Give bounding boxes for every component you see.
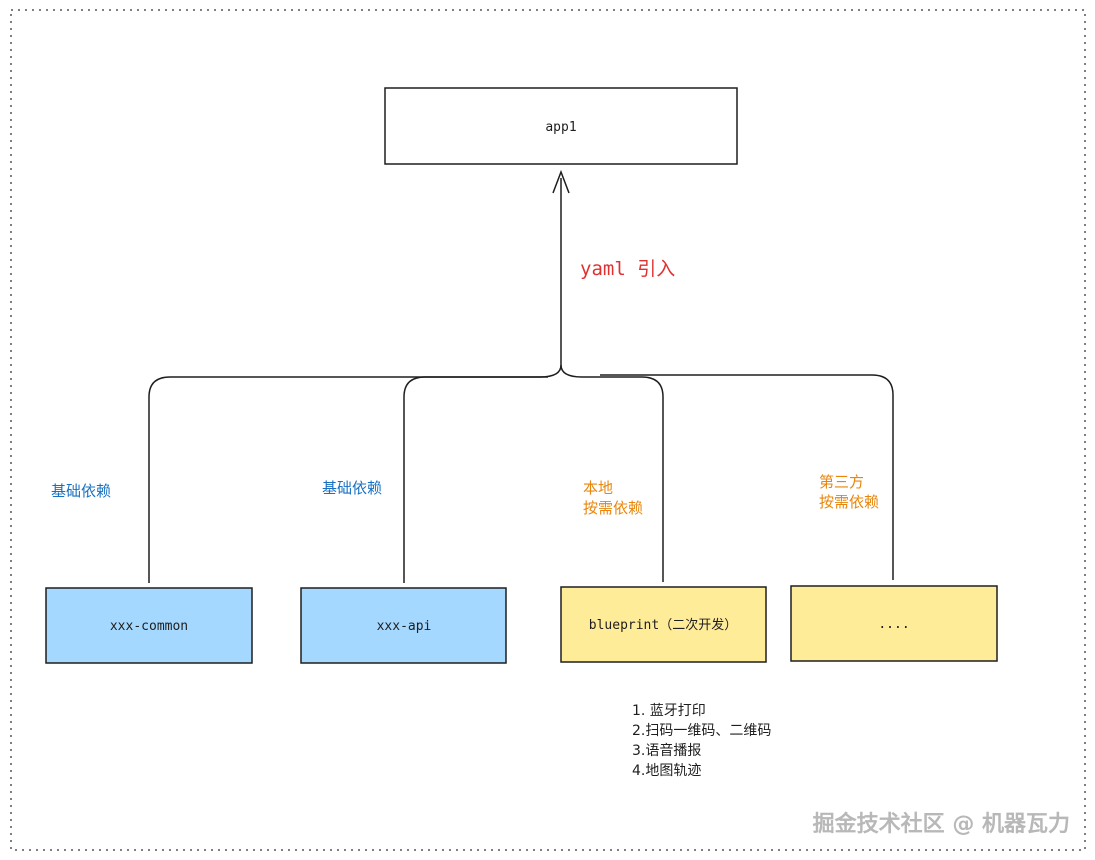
edge-label-common: 基础依赖 [51,482,111,500]
node-more[interactable]: .... [790,585,998,662]
node-box [790,585,998,662]
app-label: app1 [545,120,576,135]
arrow-label: yaml 引入 [580,258,675,280]
branch-more [600,374,894,580]
node-label: xxx-common [110,619,188,634]
node-box [560,586,767,663]
app-node[interactable]: app1 [384,87,738,165]
edge-label-blueprint-line1: 本地 [583,479,613,497]
arrow-head [552,169,570,194]
branch-common [148,364,562,583]
edge-label-more-line2: 按需依赖 [819,493,879,511]
node-label: .... [878,617,909,632]
watermark: 掘金技术社区 @ 机器瓦力 [813,811,1070,837]
node-box [45,587,253,664]
node-box [300,587,507,664]
note-item: 1. 蓝牙打印 [632,702,706,719]
note-item: 4.地图轨迹 [632,763,701,779]
connector-lines [148,169,894,583]
edge-label-blueprint-line2: 按需依赖 [583,499,643,517]
edge-label-more-line1: 第三方 [819,473,864,491]
note-item: 3.语音播报 [632,742,701,759]
node-common[interactable]: xxx-common [45,587,253,664]
node-blueprint[interactable]: blueprint（二次开发） [560,586,767,663]
app-box [384,87,738,165]
edge-label-api: 基础依赖 [322,479,382,497]
node-api[interactable]: xxx-api [300,587,507,664]
node-label: xxx-api [377,619,432,634]
feature-notes: 1. 蓝牙打印 2.扫码一维码、二维码 3.语音播报 4.地图轨迹 [632,702,771,779]
frame-border [10,9,1086,851]
branch-blueprint [560,364,664,582]
node-label: blueprint（二次开发） [589,617,737,633]
note-item: 2.扫码一维码、二维码 [632,723,771,739]
branch-api [403,376,548,583]
